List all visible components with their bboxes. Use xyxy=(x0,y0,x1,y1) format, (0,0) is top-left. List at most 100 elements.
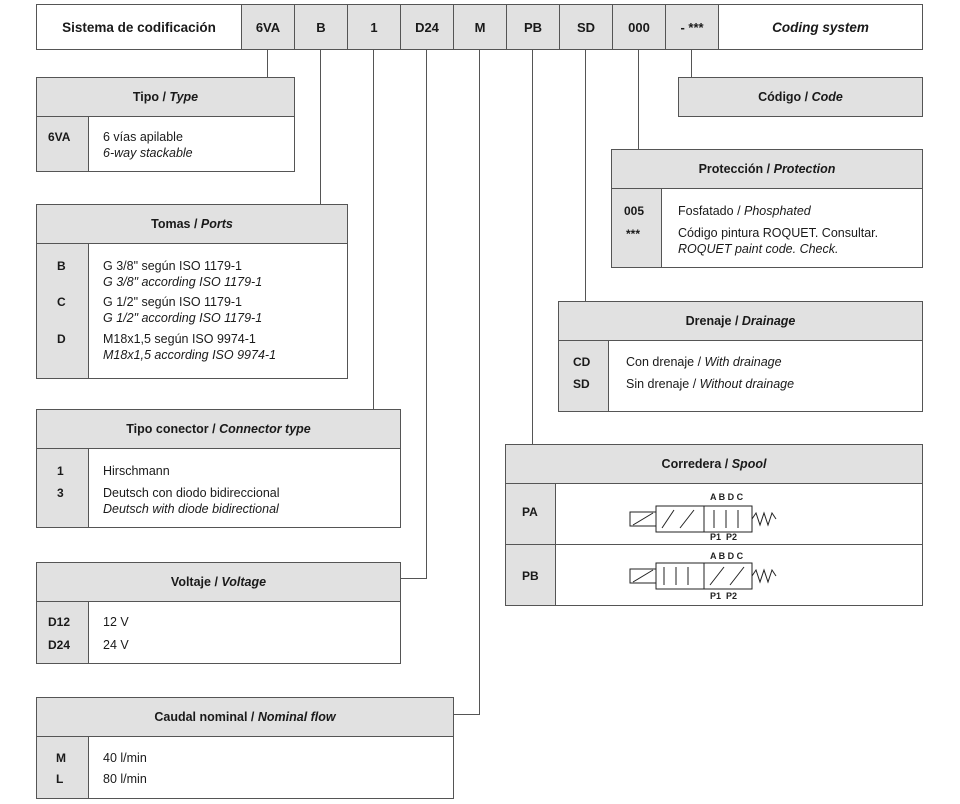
flow-code-l: L xyxy=(56,772,64,786)
spool-box-body: PA PB A B D C P1 P2 A B D C P1 P2 xyxy=(505,483,923,606)
type-desc-es: 6 vías apilable xyxy=(103,130,183,144)
connector-desc-3: Deutsch con diodo bidireccional Deutsch … xyxy=(103,485,280,517)
protection-desc-005-en: Phosphated xyxy=(744,204,811,218)
ports-box-body: B G 3/8" según ISO 1179-1 G 3/8" accordi… xyxy=(36,243,348,379)
type-title-es: Tipo xyxy=(132,90,159,104)
line-type xyxy=(267,50,268,78)
voltage-title-es: Voltaje xyxy=(170,575,211,589)
ports-desc-c: G 1/2" según ISO 1179-1 G 1/2" according… xyxy=(103,294,262,326)
segment-connector: 1 xyxy=(347,4,401,50)
flow-title-es: Caudal nominal xyxy=(154,710,248,724)
spool-title-en: Spool xyxy=(731,457,767,471)
ports-desc-c-es: G 1/2" según ISO 1179-1 xyxy=(103,295,243,309)
drainage-box-body: CD Con drenaje / With drainage SD Sin dr… xyxy=(558,340,923,412)
segment-flow: M xyxy=(453,4,507,50)
line-flow-h xyxy=(454,714,480,715)
code-title-en: Code xyxy=(811,90,843,104)
connector-box-body: 1 Hirschmann 3 Deutsch con diodo bidirec… xyxy=(36,448,401,528)
spool-pa-ports-top: A B D C xyxy=(710,492,744,502)
segment-code: - *** xyxy=(665,4,719,50)
spool-pb-env1 xyxy=(655,562,705,590)
voltage-title-en: Voltage xyxy=(221,575,267,589)
spool-title-es: Corredera xyxy=(661,457,722,471)
connector-desc-3-en: Deutsch with diode bidirectional xyxy=(103,502,279,516)
segment-protection: 000 xyxy=(612,4,666,50)
voltage-box-body: D12 12 V D24 24 V xyxy=(36,601,401,664)
line-protection xyxy=(638,50,639,150)
flow-desc-l: 80 l/min xyxy=(103,772,147,786)
protection-desc-star-en: ROQUET paint code. Check. xyxy=(678,242,839,256)
spool-box-header: Corredera / Spool xyxy=(505,444,923,484)
spool-code-pb: PB xyxy=(522,569,539,583)
ports-desc-d-es: M18x1,5 según ISO 9974-1 xyxy=(103,332,256,346)
line-code-v xyxy=(691,50,692,78)
spool-pb-ports-bottom: P1 P2 xyxy=(710,591,737,601)
line-connector xyxy=(373,50,374,410)
line-voltage-h xyxy=(401,578,427,579)
coding-title-en: Coding system xyxy=(718,4,923,50)
connector-code-1: 1 xyxy=(57,464,64,478)
segment-drainage: SD xyxy=(559,4,613,50)
protection-desc-005: Fosfatado / Phosphated xyxy=(678,204,811,218)
segment-type: 6VA xyxy=(241,4,295,50)
drainage-desc-sd-en: Without drainage xyxy=(699,377,795,391)
voltage-code-d24: D24 xyxy=(48,638,71,652)
drainage-code-sd: SD xyxy=(573,377,590,391)
ports-code-d: D xyxy=(57,332,66,346)
drainage-desc-sd: Sin drenaje / Without drainage xyxy=(626,377,795,391)
flow-desc-m: 40 l/min xyxy=(103,751,147,765)
voltage-box-header: Voltaje / Voltage xyxy=(36,562,401,602)
spool-pa-env1 xyxy=(655,505,705,533)
protection-desc-star: Código pintura ROQUET. Consultar. ROQUET… xyxy=(678,225,878,257)
spool-pa-env2 xyxy=(703,505,753,533)
protection-desc-005-es: Fosfatado xyxy=(678,204,734,218)
line-code-h xyxy=(678,77,692,78)
connector-code-column xyxy=(37,449,89,527)
code-box-header: Código / Code xyxy=(678,77,923,117)
segment-voltage: D24 xyxy=(400,4,454,50)
spool-pb-arrow-d xyxy=(709,566,725,586)
ports-desc-c-en: G 1/2" according ISO 1179-1 xyxy=(103,311,263,325)
flow-title-en: Nominal flow xyxy=(257,710,336,724)
voltage-desc-d12: 12 V xyxy=(103,615,129,629)
connector-desc-1: Hirschmann xyxy=(103,463,170,479)
drainage-code-cd: CD xyxy=(573,355,591,369)
type-title-en: Type xyxy=(169,90,199,104)
ports-title-en: Ports xyxy=(200,217,233,231)
spool-pb-ports-top: A B D C xyxy=(710,551,744,561)
flow-code-m: M xyxy=(56,751,66,765)
drainage-desc-sd-es: Sin drenaje xyxy=(626,377,690,391)
ports-desc-b-en: G 3/8" according ISO 1179-1 xyxy=(103,275,263,289)
drainage-desc-cd: Con drenaje / With drainage xyxy=(626,355,782,369)
type-code-column xyxy=(37,117,89,171)
protection-code-005: 005 xyxy=(624,204,645,218)
ports-code-column xyxy=(37,244,89,378)
ports-box-header: Tomas / Ports xyxy=(36,204,348,244)
ports-desc-d: M18x1,5 según ISO 9974-1 M18x1,5 accordi… xyxy=(103,331,276,363)
line-ports xyxy=(320,50,321,205)
spool-pa-arrow-b xyxy=(679,509,695,529)
drainage-title-es: Drenaje xyxy=(685,314,732,328)
ports-desc-b: G 3/8" según ISO 1179-1 G 3/8" according… xyxy=(103,258,262,290)
type-description: 6 vías apilable 6-way stackable xyxy=(103,129,193,161)
protection-box-body: 005 Fosfatado / Phosphated *** Código pi… xyxy=(611,188,923,268)
spool-code-pa: PA xyxy=(522,505,538,519)
drainage-desc-cd-en: With drainage xyxy=(704,355,782,369)
protection-code-column xyxy=(612,189,662,267)
spool-pa-arrow-a xyxy=(661,509,675,529)
spool-pb-env2 xyxy=(703,562,753,590)
flow-box-header: Caudal nominal / Nominal flow xyxy=(36,697,454,737)
spool-pa-solenoid-diag xyxy=(632,512,654,526)
protection-title-es: Protección xyxy=(698,162,764,176)
protection-code-star: *** xyxy=(626,227,641,241)
connector-code-3: 3 xyxy=(57,486,64,500)
spool-row-divider xyxy=(506,544,922,545)
type-desc-en: 6-way stackable xyxy=(103,146,193,160)
type-code: 6VA xyxy=(48,130,71,144)
ports-title-es: Tomas xyxy=(151,217,191,231)
coding-title-es: Sistema de codificación xyxy=(36,4,242,50)
line-flow-v xyxy=(479,50,480,715)
spool-pb-spring xyxy=(751,568,777,584)
drainage-desc-cd-es: Con drenaje xyxy=(626,355,695,369)
drainage-title-en: Drainage xyxy=(741,314,796,328)
